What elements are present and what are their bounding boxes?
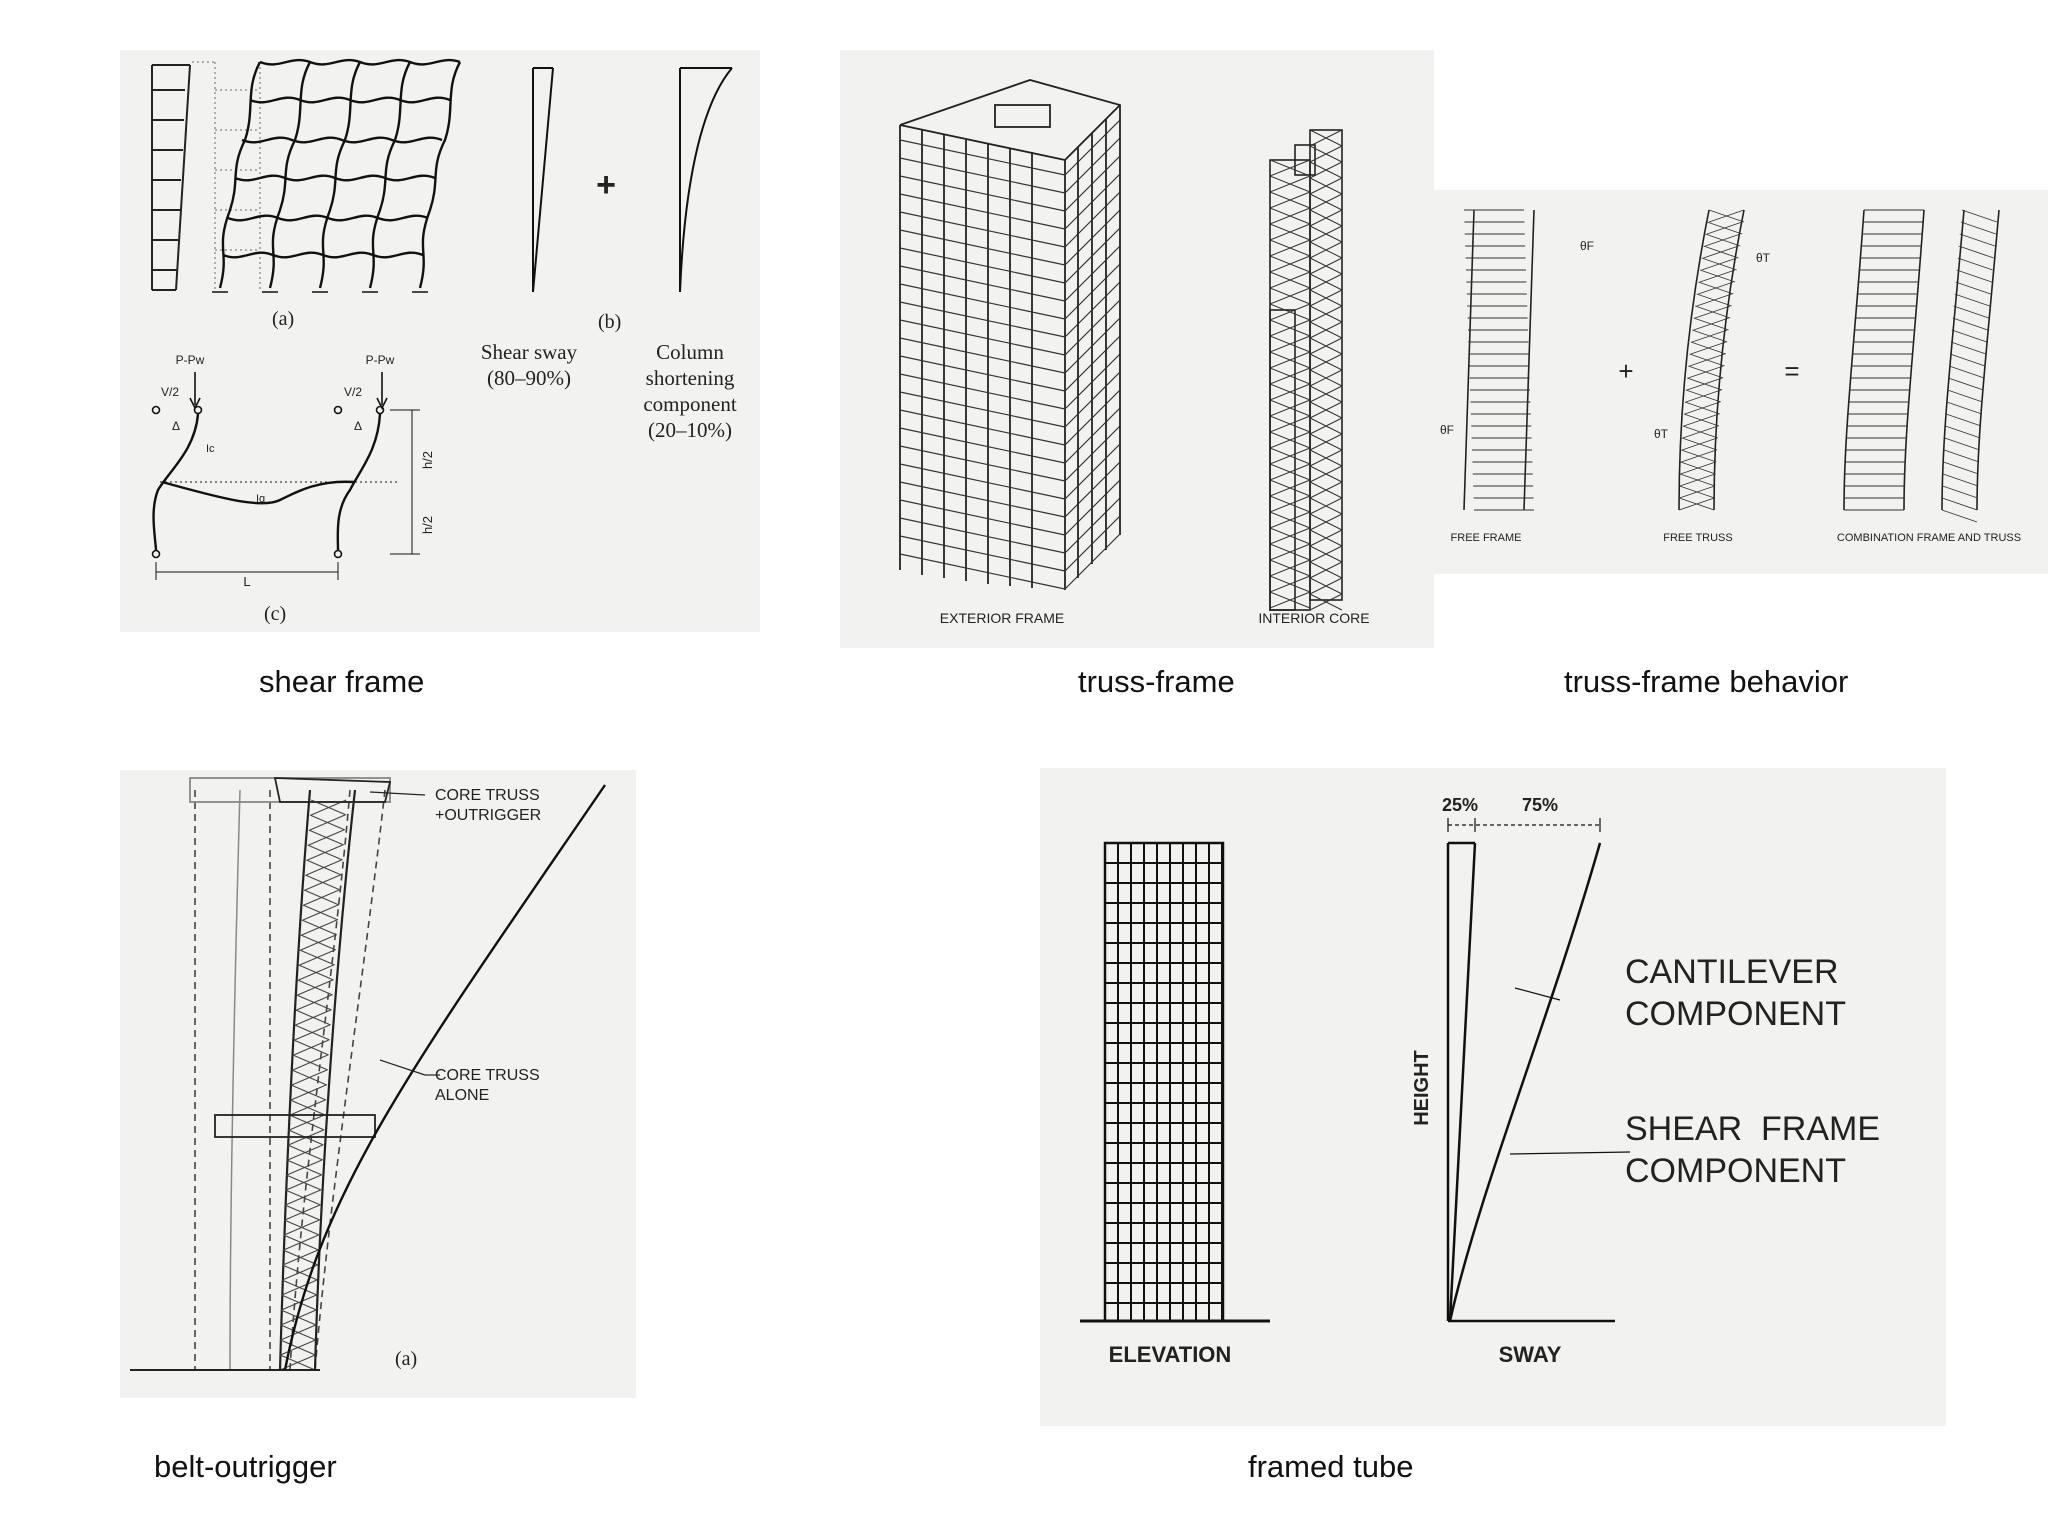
core-truss-alone-line-1: CORE TRUSS <box>435 1067 540 1084</box>
label-a: (a) <box>272 308 294 330</box>
exterior-frame-building <box>899 79 1121 590</box>
deformed-core <box>229 789 357 1371</box>
deformed-frame <box>218 58 462 289</box>
free-truss-bracing <box>1679 209 1745 511</box>
ic-label: Ic <box>206 443 215 455</box>
plus-sign: + <box>596 166 616 204</box>
load-right-label: P-Pw <box>366 353 395 367</box>
plus-sign: + <box>1618 356 1633 386</box>
h-half-bottom: h/2 <box>420 516 435 534</box>
belt-outrigger-diagram: CORE TRUSS +OUTRIGGER CORE TRUSS ALONE (… <box>120 770 636 1398</box>
column-shortening-line-2: shortening <box>646 366 735 390</box>
height-label: HEIGHT <box>1411 1050 1433 1126</box>
belt-label-a: (a) <box>395 1348 417 1370</box>
caption-truss-frame: truss-frame <box>1078 664 1235 699</box>
label-b: (b) <box>598 311 621 333</box>
cantilever-line-2: COMPONENT <box>1625 995 1846 1033</box>
label-c: (c) <box>264 603 286 625</box>
equals-sign: = <box>1784 356 1799 386</box>
load-triangle <box>151 64 191 291</box>
shear-frame-drawing: (a) + (b) Shear sway (80–90%) Column sho… <box>151 58 737 625</box>
interior-core-truss <box>1269 129 1343 611</box>
caption-framed-tube: framed tube <box>1248 1449 1414 1484</box>
truss-frame-behavior-drawing: θF θF + θT θT = FREE FRAME FREE TRUSS CO… <box>1440 209 2021 544</box>
undeformed-outline <box>194 789 386 1371</box>
exterior-frame-floors <box>899 119 1121 590</box>
leader-lines <box>130 791 440 1371</box>
belt-outrigger-drawing: CORE TRUSS +OUTRIGGER CORE TRUSS ALONE (… <box>130 777 606 1371</box>
percent-dimension <box>1447 818 1631 1155</box>
delta-left: Δ <box>172 419 180 433</box>
column-shortening-line-1: Column <box>656 340 724 364</box>
theta-f-top: θF <box>1580 239 1594 253</box>
framed-tube-drawing: 25% 75% HEIGHT CANTILEVER COMPONENT SHEA… <box>1080 795 1880 1367</box>
theta-t-top: θT <box>1756 251 1771 265</box>
span-label: L <box>243 574 250 589</box>
shear-sway-line-1: Shear sway <box>481 340 578 364</box>
caption-belt-outrigger: belt-outrigger <box>154 1449 337 1484</box>
portal-frame <box>151 372 420 580</box>
ig-label: Ig <box>256 493 265 505</box>
theta-t-bottom: θT <box>1654 427 1669 441</box>
pct-75-label: 75% <box>1522 795 1558 815</box>
combination-floors <box>1844 209 1998 523</box>
shear-left-label: V/2 <box>161 385 179 399</box>
core-truss-alone-line-2: ALONE <box>435 1087 489 1104</box>
sway-diagram <box>1446 841 1615 1323</box>
column-shortening-line-3: component <box>643 392 736 416</box>
tube-grid <box>1105 843 1223 1321</box>
shear-right-label: V/2 <box>344 385 362 399</box>
column-shortening-line-4: (20–10%) <box>648 418 732 442</box>
shear-sway-line-2: (80–90%) <box>487 366 571 390</box>
free-frame <box>1463 209 1535 511</box>
h-half-top: h/2 <box>420 451 435 469</box>
caption-shear-frame: shear frame <box>259 664 425 699</box>
core-truss-outrigger-line-1: CORE TRUSS <box>435 787 540 804</box>
delta-right: Δ <box>354 419 362 433</box>
combination-frame <box>1843 209 2000 511</box>
truss-frame-diagram: EXTERIOR FRAME INTERIOR CORE <box>840 50 1434 648</box>
load-left-label: P-Pw <box>176 353 205 367</box>
caption-truss-frame-behavior: truss-frame behavior <box>1564 664 1849 699</box>
free-truss <box>1678 209 1745 511</box>
truss-frame-drawing: EXTERIOR FRAME INTERIOR CORE <box>899 79 1370 626</box>
shear-frame-line-1: SHEAR FRAME <box>1625 1110 1880 1148</box>
core-truss-outrigger-line-2: +OUTRIGGER <box>435 807 541 824</box>
interior-core-label: INTERIOR CORE <box>1258 610 1369 626</box>
combination-label: COMBINATION FRAME AND TRUSS <box>1837 532 2021 544</box>
cantilever-line-1: CANTILEVER <box>1625 953 1839 991</box>
column-shortening-curve <box>679 67 733 293</box>
outrigger-trusses <box>189 777 392 1138</box>
free-frame-floors <box>1464 209 1534 511</box>
elevation-label: ELEVATION <box>1109 1342 1232 1367</box>
truss-frame-behavior-diagram: θF θF + θT θT = FREE FRAME FREE TRUSS CO… <box>1434 190 2048 574</box>
theta-f-bottom: θF <box>1440 423 1454 437</box>
interior-core-bracing <box>1269 129 1343 611</box>
shear-frame-line-2: COMPONENT <box>1625 1152 1846 1190</box>
shear-sway-triangle <box>532 67 554 293</box>
shear-frame-diagram: (a) + (b) Shear sway (80–90%) Column sho… <box>120 50 760 632</box>
pct-25-label: 25% <box>1442 795 1478 815</box>
framed-tube-diagram: 25% 75% HEIGHT CANTILEVER COMPONENT SHEA… <box>1040 768 1946 1426</box>
free-frame-label: FREE FRAME <box>1451 532 1522 544</box>
sway-label: SWAY <box>1499 1342 1562 1367</box>
free-truss-label: FREE TRUSS <box>1663 532 1732 544</box>
core-truss-alone-curve <box>283 784 606 1371</box>
exterior-frame-label: EXTERIOR FRAME <box>940 610 1064 626</box>
